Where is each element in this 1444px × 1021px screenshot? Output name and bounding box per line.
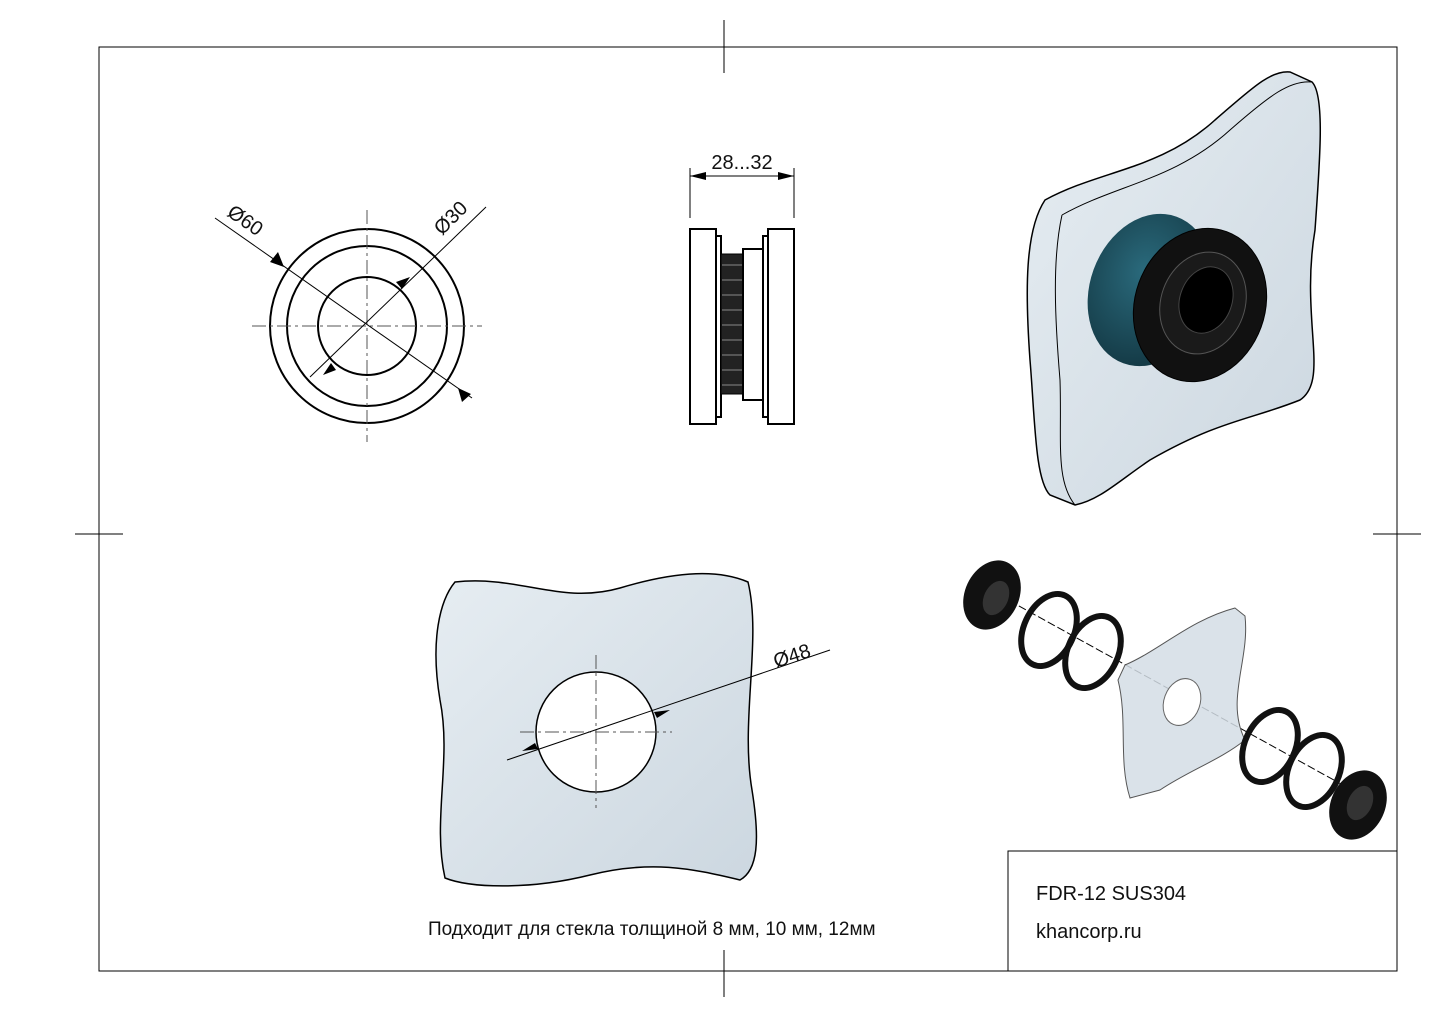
hole-diameter-label: Ø48 [771,640,814,673]
outer-diameter-label: Ø60 [223,201,267,241]
exploded-view [963,560,1387,840]
centering-marks [75,20,1421,997]
drawing-frame [98,46,1398,972]
model-label: FDR-12 SUS304 [1036,883,1186,905]
isometric-assembly-view [1026,71,1322,506]
inner-diameter-label: Ø30 [430,197,472,239]
title-block: FDR-12 SUS304 khancorp.ru [1007,850,1398,972]
glass-thickness-note: Подходит для стекла толщиной 8 мм, 10 мм… [428,919,876,940]
glass-plate-view: Ø48 [435,572,831,887]
thickness-range-label: 28...32 [711,152,772,174]
website-label: khancorp.ru [1036,921,1142,943]
side-view: 28...32 [689,152,795,425]
front-view: Ø60 Ø30 [214,197,487,442]
